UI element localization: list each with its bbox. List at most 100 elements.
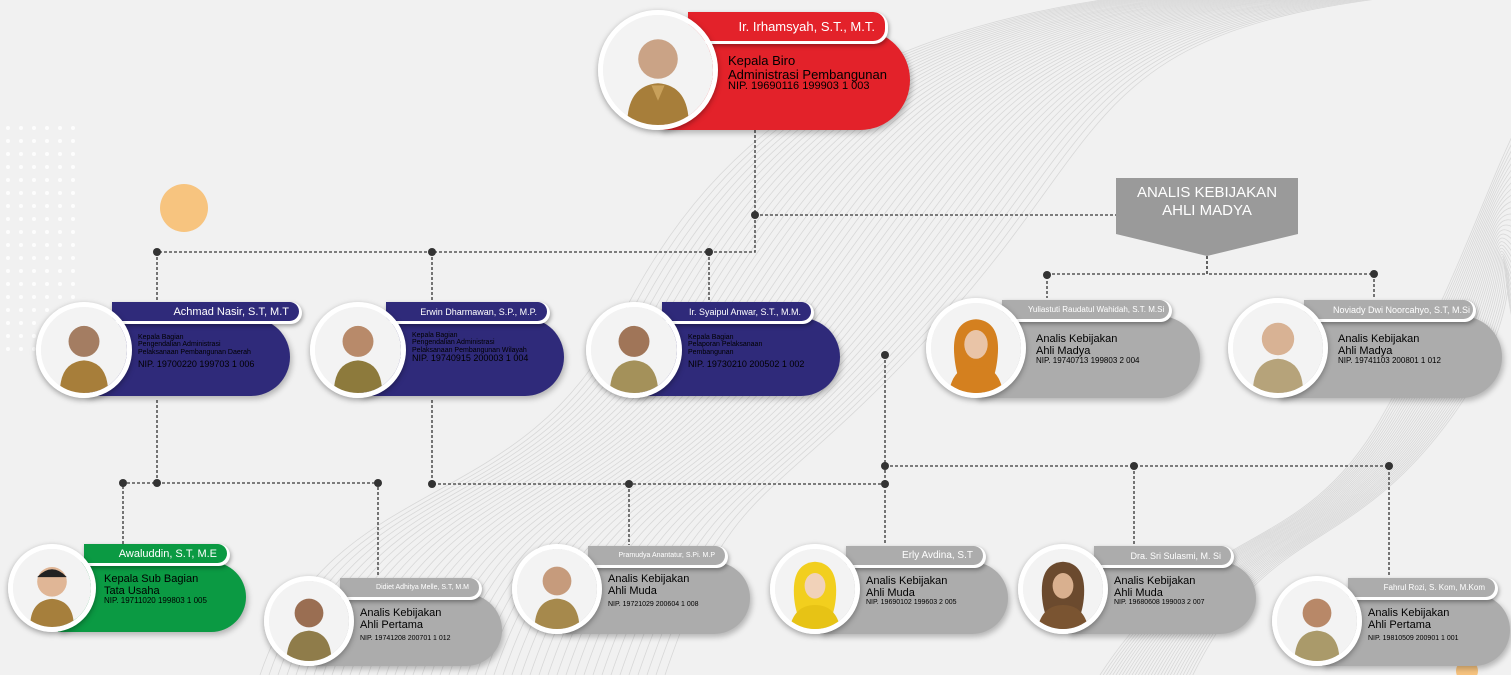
card-kasubag[interactable]: Awaluddin, S.T, M.E Kepala Sub Bagian Ta…	[8, 544, 246, 632]
avatar	[926, 298, 1026, 398]
name-bar: Achmad Nasir, S.T, M.T	[112, 302, 302, 324]
title-line2: Ahli Pertama	[1368, 618, 1431, 631]
connector-kasubag	[122, 400, 158, 545]
nip: NIP. 19741208 200701 1 012	[360, 635, 451, 643]
title-line1: Analis Kebijakan	[1036, 333, 1118, 345]
person-info: Analis Kebijakan Ahli Madya NIP. 1974071…	[1036, 333, 1140, 365]
person-name: Ir. Syaipul Anwar, S.T., M.M.	[662, 302, 811, 321]
title-line3: Pelaksanaan Pembangunan Wilayah	[412, 346, 527, 354]
person-name: Ir. Irhamsyah, S.T., M.T.	[688, 12, 885, 41]
avatar	[264, 576, 354, 666]
nip: NIP. 19740915 200003 1 004	[412, 353, 529, 364]
person-name: Didiet Adhitya Melle, S.T, M.M	[340, 578, 479, 597]
person-info: Analis Kebijakan Ahli Pertama NIP. 19810…	[1368, 607, 1459, 643]
title-line1: Analis Kebijakan	[1338, 333, 1420, 345]
nip: NIP. 19721029 200604 1 008	[608, 601, 699, 609]
title-line2: Ahli Madya	[1338, 344, 1393, 357]
card-staff-3[interactable]: Erly Avdina, S.T Analis Kebijakan Ahli M…	[770, 544, 1008, 636]
connector-kabag	[156, 215, 756, 300]
title-line2: Ahli Muda	[866, 586, 915, 599]
title-line1: Analis Kebijakan	[1114, 575, 1196, 587]
avatar	[598, 10, 718, 130]
name-bar: Fahrul Rozi, S. Kom, M.Kom	[1348, 578, 1498, 600]
nip: NIP. 19810509 200901 1 001	[1368, 635, 1459, 643]
card-kabag-3[interactable]: Ir. Syaipul Anwar, S.T., M.M. Kepala Bag…	[586, 300, 840, 398]
title-line3: Pelaksanaan Pembangunan Daerah	[138, 348, 251, 356]
title-line1: Kepala Bagian	[688, 334, 734, 341]
card-analis-madya-2[interactable]: Noviady Dwi Noorcahyo, S.T, M.Si Analis …	[1228, 298, 1502, 400]
avatar	[310, 302, 406, 398]
person-info: Kepala Biro Administrasi Pembangunan NIP…	[728, 54, 887, 93]
person-info: Kepala Sub Bagian Tata Usaha NIP. 197110…	[104, 573, 207, 606]
person-info: Analis Kebijakan Ahli Madya NIP. 1974110…	[1338, 333, 1441, 366]
card-kepala-biro[interactable]: Ir. Irhamsyah, S.T., M.T. Kepala Biro Ad…	[598, 6, 910, 130]
title-line1: Analis Kebijakan	[1368, 607, 1450, 619]
name-bar: Noviady Dwi Noorcahyo, S.T, M.Si	[1304, 300, 1476, 322]
title-line2: Pelaporan Pelaksanaan	[688, 341, 763, 349]
connector-madya-bar	[1206, 256, 1374, 275]
card-analis-madya-1[interactable]: Yuliastuti Raudatul Wahidah, S.T. M.Si A…	[926, 298, 1200, 400]
nip: NIP. 19690116 199903 1 003	[728, 80, 870, 93]
title-line1: Kepala Bagian	[412, 332, 458, 339]
name-bar: Yuliastuti Raudatul Wahidah, S.T. M.Si	[1002, 300, 1172, 322]
name-bar: Didiet Adhitya Melle, S.T, M.M	[340, 578, 482, 600]
nip: NIP. 19690102 199603 2 005	[866, 599, 957, 607]
connector-staff-bar	[885, 465, 1390, 576]
title-line1: Analis Kebijakan	[360, 607, 442, 619]
avatar	[1272, 576, 1362, 666]
person-name: Erwin Dharmawan, S.P., M.P.	[386, 302, 547, 321]
analis-kebijakan-arrow	[1116, 234, 1298, 256]
avatar	[1228, 298, 1328, 398]
connector-kabag2-staff	[431, 400, 885, 485]
card-kabag-2[interactable]: Erwin Dharmawan, S.P., M.P. Kepala Bagia…	[310, 300, 564, 398]
card-kabag-1[interactable]: Achmad Nasir, S.T, M.T Kepala Bagian Pen…	[36, 300, 302, 398]
title-line2: Ahli Muda	[608, 584, 657, 597]
name-bar: Ir. Irhamsyah, S.T., M.T.	[688, 12, 888, 44]
title-line2: Pengendalian Administrasi	[412, 339, 495, 347]
name-bar: Dra. Sri Sulasmi, M. Si	[1094, 546, 1234, 568]
connector-madya1	[1046, 256, 1208, 298]
title-line1: Analis Kebijakan	[608, 573, 690, 585]
card-staff-4[interactable]: Dra. Sri Sulasmi, M. Si Analis Kebijakan…	[1018, 544, 1256, 636]
title-line1: Kepala Bagian	[138, 334, 184, 341]
avatar	[36, 302, 132, 398]
analis-kebijakan-header: ANALIS KEBIJAKAN AHLI MADYA	[1116, 178, 1298, 234]
name-bar: Ir. Syaipul Anwar, S.T., M.M.	[662, 302, 814, 324]
nip: NIP. 19741103 200801 1 012	[1338, 356, 1441, 366]
card-staff-2[interactable]: Pramudya Anantatur, S.Pi. M.P Analis Keb…	[512, 544, 750, 636]
title-line1: Kepala Biro	[728, 53, 796, 68]
title-line2: Administrasi Pembangunan	[728, 66, 887, 82]
person-name: Erly Avdina, S.T	[846, 546, 983, 565]
person-name: Fahrul Rozi, S. Kom, M.Kom	[1348, 578, 1495, 597]
nip: NIP. 19711020 199803 1 005	[104, 596, 207, 606]
person-info: Analis Kebijakan Ahli Muda NIP. 19721029…	[608, 573, 699, 609]
person-info: Kepala Bagian Pengendalian Administrasi …	[138, 334, 254, 369]
avatar	[586, 302, 682, 398]
person-name: Yuliastuti Raudatul Wahidah, S.T. M.Si	[1002, 300, 1169, 319]
avatar	[8, 544, 96, 632]
avatar	[1018, 544, 1108, 634]
title-line2: Ahli Muda	[1114, 586, 1163, 599]
name-bar: Erly Avdina, S.T	[846, 546, 986, 568]
title-line2: Ahli Madya	[1036, 344, 1091, 357]
person-name: Achmad Nasir, S.T, M.T	[112, 302, 299, 321]
title-line1: Kepala Sub Bagian	[104, 573, 199, 585]
name-bar: Awaluddin, S.T, M.E	[84, 544, 230, 566]
header-line1: ANALIS KEBIJAKAN	[1136, 184, 1278, 201]
avatar	[770, 544, 860, 634]
person-info: Kepala Bagian Pelaporan Pelaksanaan Pemb…	[688, 334, 804, 369]
person-name: Dra. Sri Sulasmi, M. Si	[1094, 546, 1231, 565]
name-bar: Pramudya Anantatur, S.Pi. M.P	[588, 546, 728, 568]
nip: NIP. 19680608 199003 2 007	[1114, 599, 1205, 607]
person-info: Analis Kebijakan Ahli Muda NIP. 19690102…	[866, 575, 957, 607]
person-info: Analis Kebijakan Ahli Muda NIP. 19680608…	[1114, 575, 1205, 607]
name-bar: Erwin Dharmawan, S.P., M.P.	[386, 302, 550, 324]
card-staff-5[interactable]: Fahrul Rozi, S. Kom, M.Kom Analis Kebija…	[1272, 576, 1510, 668]
person-name: Noviady Dwi Noorcahyo, S.T, M.Si	[1304, 300, 1473, 319]
title-line2: Pengendalian Administrasi	[138, 341, 221, 349]
person-name: Pramudya Anantatur, S.Pi. M.P	[588, 546, 725, 565]
header-line2: AHLI MADYA	[1162, 202, 1252, 219]
person-info: Kepala Bagian Pengendalian Administrasi …	[412, 332, 528, 363]
card-staff-1[interactable]: Didiet Adhitya Melle, S.T, M.M Analis Ke…	[264, 576, 502, 668]
